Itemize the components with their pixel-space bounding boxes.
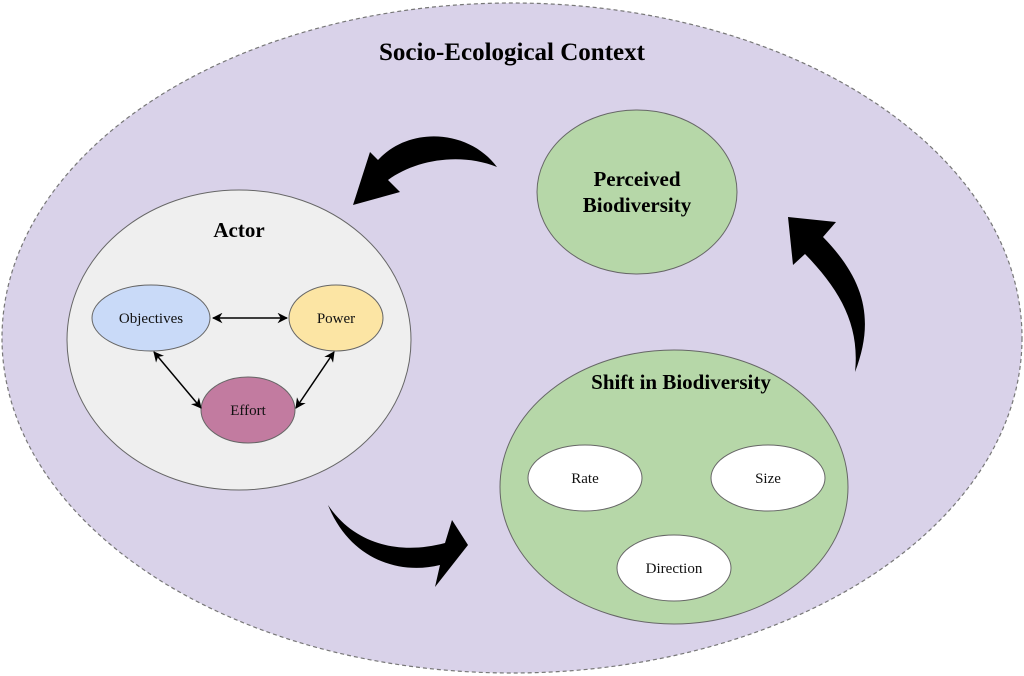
perceived-biodiversity-label-line1: Perceived bbox=[593, 167, 680, 191]
power-effort-link bbox=[295, 351, 335, 409]
direction-node[interactable] bbox=[616, 534, 732, 602]
context-title: Socio-Ecological Context bbox=[379, 39, 646, 66]
objectives-label: Objectives bbox=[119, 311, 183, 327]
effort-node[interactable] bbox=[200, 376, 296, 444]
curved-arrow-actor-to-shift-icon bbox=[328, 505, 468, 587]
actor-title: Actor bbox=[213, 218, 264, 242]
objectives-effort-link bbox=[153, 351, 202, 409]
power-label: Power bbox=[317, 311, 355, 327]
perceived-biodiversity-circle[interactable] bbox=[536, 109, 738, 275]
rate-node[interactable] bbox=[527, 444, 643, 512]
shift-in-biodiversity-circle[interactable] bbox=[499, 349, 849, 625]
rate-label: Rate bbox=[571, 471, 599, 487]
curved-arrow-shift-to-perceived-icon bbox=[788, 217, 865, 372]
objectives-node[interactable] bbox=[91, 284, 211, 352]
size-label: Size bbox=[755, 471, 781, 487]
power-node[interactable] bbox=[288, 284, 384, 352]
size-node[interactable] bbox=[710, 444, 826, 512]
direction-label: Direction bbox=[646, 561, 703, 577]
effort-label: Effort bbox=[230, 403, 266, 419]
curved-arrow-perceived-to-actor-icon bbox=[353, 136, 497, 205]
perceived-biodiversity-label-line2: Biodiversity bbox=[583, 193, 692, 217]
shift-in-biodiversity-title: Shift in Biodiversity bbox=[591, 370, 771, 394]
actor-circle[interactable] bbox=[66, 189, 412, 491]
